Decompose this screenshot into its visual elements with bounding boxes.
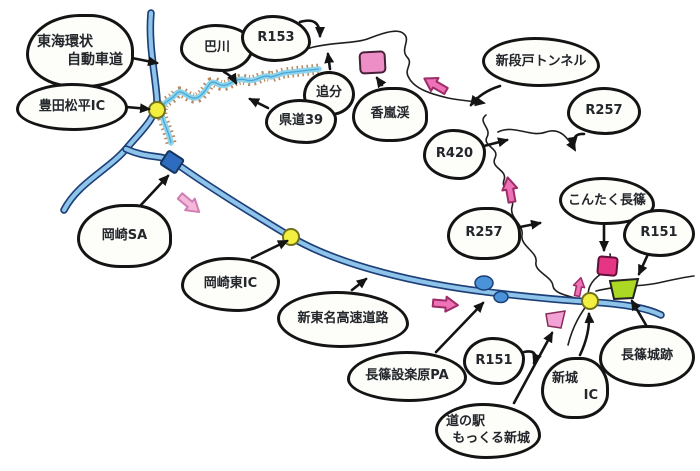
arrow-michinoeki bbox=[512, 331, 554, 405]
arrow-r151-south bbox=[522, 350, 542, 365]
arrow-tokai-kanjo bbox=[130, 56, 159, 67]
nagashino-pa-marker-upper bbox=[474, 275, 494, 291]
label-okazaki-higashi-ic: 岡崎東IC bbox=[181, 257, 280, 312]
arrow-korankei bbox=[375, 76, 387, 89]
label-tokai-kanjo-expressway: 東海環状 自動車道 bbox=[26, 14, 134, 88]
michinoeki-marker bbox=[545, 310, 566, 329]
label-korankei: 香嵐渓 bbox=[352, 87, 428, 142]
label-nagashino-shitaragahara-pa: 長篠設楽原PA bbox=[347, 351, 467, 402]
label-okazaki-sa: 岡崎SA bbox=[77, 204, 172, 268]
nagashino-castle-marker bbox=[608, 277, 640, 301]
arrow-r257-north bbox=[567, 132, 586, 148]
label-arrows bbox=[124, 19, 651, 405]
arrow-kendo39 bbox=[248, 97, 270, 110]
arrow-tomoe-river bbox=[222, 70, 238, 85]
pink-arrow-shinshiro-junction bbox=[572, 276, 586, 298]
pink-arrow-shintomei bbox=[431, 295, 459, 313]
arrow-okazaki-sa bbox=[138, 174, 170, 208]
label-nagashino-castle-ruins: 長篠城跡 bbox=[599, 325, 695, 387]
pink-direction-arrows bbox=[176, 77, 586, 313]
label-r257-north: R257 bbox=[567, 87, 641, 135]
arrow-r257-mid bbox=[518, 219, 542, 230]
arrow-r153 bbox=[298, 19, 325, 38]
arrow-r420 bbox=[482, 137, 509, 148]
label-line: 東海環状 bbox=[37, 33, 93, 50]
pink-arrow-korankei bbox=[423, 77, 449, 96]
label-r151-north: R151 bbox=[623, 209, 695, 257]
label-shin-tomei-expressway: 新東名高速道路 bbox=[277, 291, 409, 348]
toyota-matsudaira-ic-dot bbox=[148, 101, 166, 119]
label-kendo-39: 県道39 bbox=[265, 99, 337, 144]
kontaku-nagashino-marker bbox=[596, 255, 619, 277]
label-line: 自動車道 bbox=[67, 52, 123, 68]
label-r153: R153 bbox=[241, 15, 311, 62]
label-r257-mid: R257 bbox=[447, 207, 521, 260]
arrow-nagashino-pa bbox=[434, 301, 485, 354]
shinshiro-ic-dot bbox=[581, 292, 599, 310]
label-line: IC bbox=[583, 388, 598, 403]
label-r151-south: R151 bbox=[463, 337, 525, 385]
route-257-wavy-road bbox=[482, 114, 579, 300]
pink-arrow-route257 bbox=[501, 176, 519, 204]
nagashino-pa-marker-lower bbox=[493, 290, 509, 304]
route-153-road bbox=[231, 30, 486, 107]
label-toyota-matsudaira-ic: 豊田松平IC bbox=[16, 83, 128, 131]
korankei-marker bbox=[358, 50, 387, 75]
arrow-toyota-matsudaira bbox=[124, 103, 151, 114]
label-line: もっくる新城 bbox=[452, 431, 530, 446]
label-line: 道の駅 bbox=[446, 414, 486, 430]
arrow-okazaki-higashi bbox=[250, 239, 289, 260]
label-shinshiro-ic: 新城 IC bbox=[541, 357, 609, 419]
label-shindando-tunnel: 新段戸トンネル bbox=[482, 37, 600, 87]
label-r420: R420 bbox=[423, 129, 486, 180]
label-line: 新城 bbox=[552, 371, 579, 387]
okazaki-sa-marker bbox=[159, 150, 185, 174]
arrow-shindando bbox=[469, 84, 502, 107]
arrow-oiwake bbox=[324, 52, 335, 71]
label-michinoeki-mokkuru-shinshiro: 道の駅 もっくる新城 bbox=[435, 403, 541, 459]
route-257-north-branch bbox=[497, 128, 577, 152]
arrow-shintomei bbox=[350, 277, 368, 292]
arrow-shinshiro-ic bbox=[578, 312, 595, 357]
pink-arrow-after-junction bbox=[176, 192, 201, 214]
arrow-nagashino-castle bbox=[630, 299, 648, 327]
